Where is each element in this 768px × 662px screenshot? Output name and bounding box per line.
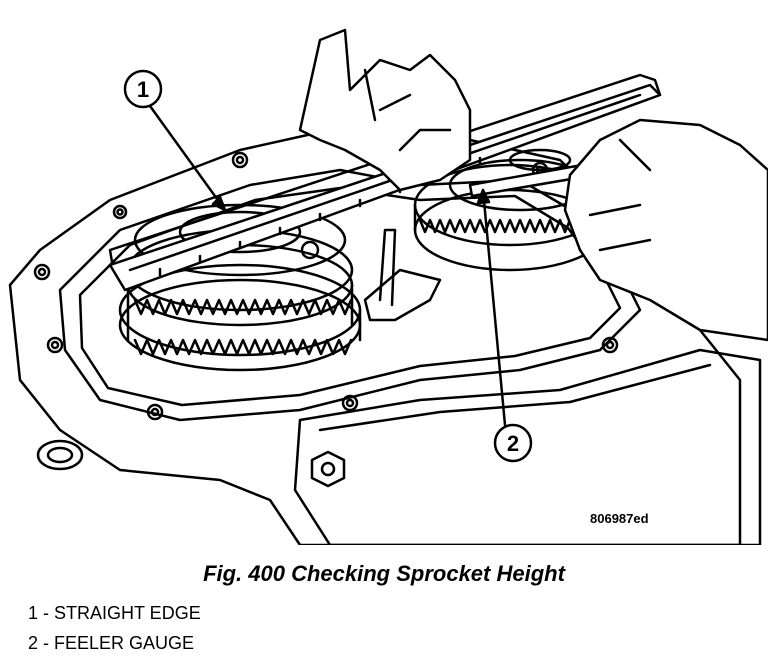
engine-illustration: 1 2 xyxy=(8,28,768,545)
callout-number: 2 xyxy=(507,431,519,456)
callout-2 xyxy=(476,188,533,463)
straight-edge xyxy=(108,73,662,292)
figure-caption: Fig. 400 Checking Sprocket Height xyxy=(203,561,565,586)
legend-item: 1 - STRAIGHT EDGE xyxy=(28,603,201,623)
hex-bolt xyxy=(310,450,346,488)
right-hand xyxy=(563,118,768,342)
callout-1 xyxy=(123,69,227,212)
chain-guide xyxy=(363,268,442,322)
callout-number: 1 xyxy=(137,77,149,102)
illustration-code: 806987ed xyxy=(590,511,649,526)
legend-item: 2 - FEELER GAUGE xyxy=(28,633,195,653)
front-cover xyxy=(293,348,762,545)
left-hand xyxy=(298,28,472,192)
